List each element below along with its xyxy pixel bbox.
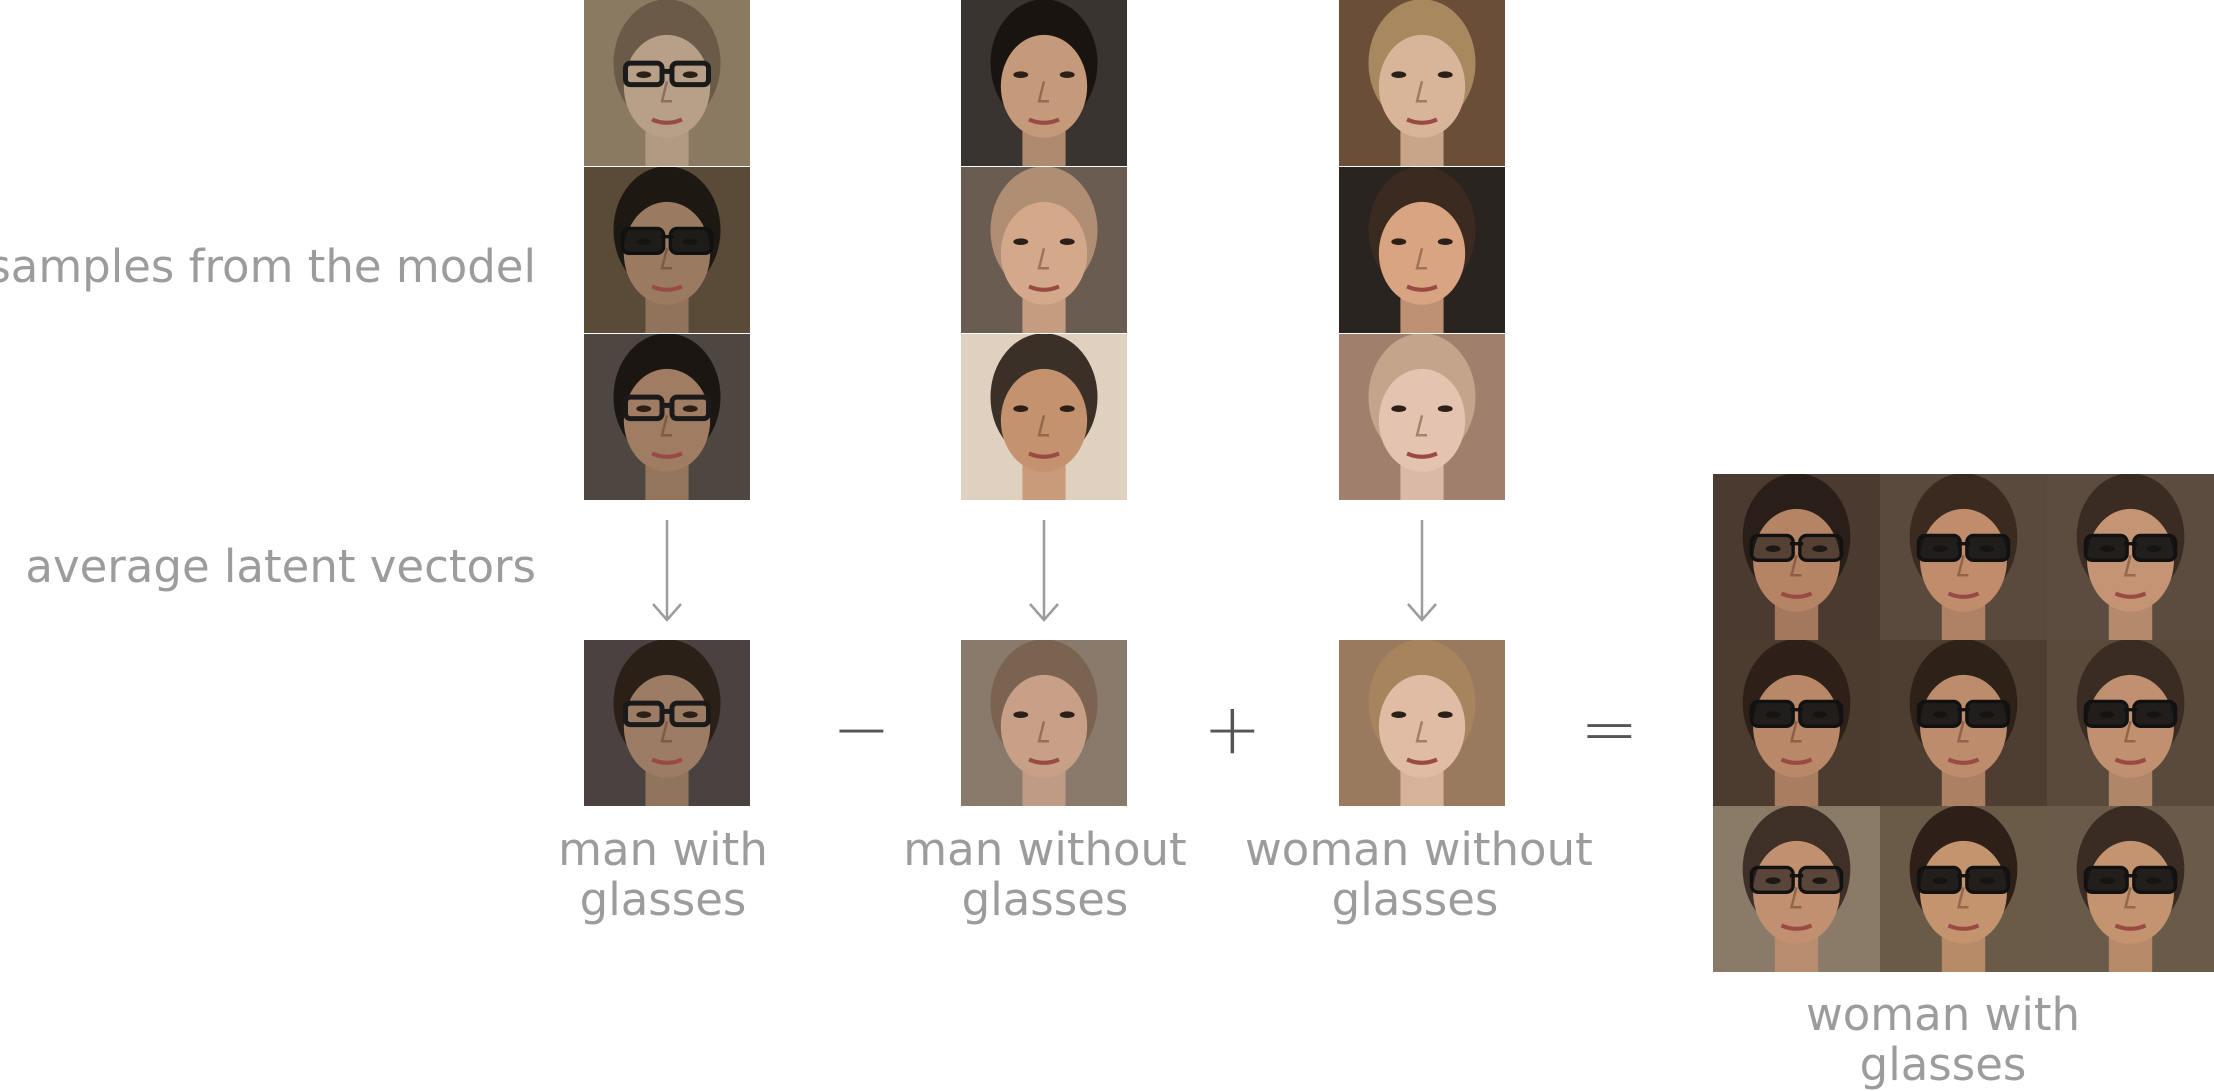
result-face-image — [1713, 806, 1880, 972]
column-label-line1: man with — [558, 823, 768, 876]
sample-face-image — [961, 0, 1127, 166]
row-label-average: average latent vectors — [25, 540, 536, 593]
column-label-line2: glasses — [579, 873, 747, 926]
result-face-image — [2047, 474, 2214, 640]
minus-operator: − — [832, 688, 891, 770]
down-arrow-icon — [1402, 520, 1442, 629]
sample-face-image — [961, 167, 1127, 333]
equals-operator: = — [1580, 688, 1639, 770]
column-label-line1: woman without — [1245, 823, 1593, 876]
result-label: woman with glasses — [1763, 990, 2123, 1090]
average-face-image — [1339, 640, 1505, 806]
average-face-image — [961, 640, 1127, 806]
column-label-man-without-glasses: man without glasses — [895, 825, 1195, 925]
column-label-line2: glasses — [961, 873, 1129, 926]
result-label-line1: woman with — [1805, 988, 2081, 1041]
result-face-image — [1713, 640, 1880, 806]
result-face-image — [2047, 640, 2214, 806]
down-arrow-icon — [1024, 520, 1064, 629]
sample-face-image — [1339, 334, 1505, 500]
row-label-samples: samples from the model — [0, 240, 536, 293]
down-arrow-icon — [647, 520, 687, 629]
result-face-image — [1880, 474, 2047, 640]
column-label-line2: glasses — [1331, 873, 1499, 926]
column-label-woman-without-glasses: woman without glasses — [1245, 823, 1593, 926]
sample-face-image — [1339, 167, 1505, 333]
result-face-image — [1880, 640, 2047, 806]
sample-face-image — [584, 0, 750, 166]
result-face-image — [1880, 806, 2047, 972]
sample-face-image — [584, 334, 750, 500]
result-face-image — [1713, 474, 1880, 640]
result-grid — [1713, 474, 2214, 974]
result-face-image — [2047, 806, 2214, 972]
sample-face-image — [584, 167, 750, 333]
plus-operator: + — [1203, 688, 1262, 770]
result-label-line2: glasses — [1859, 1038, 2027, 1091]
column-label-man-with-glasses: man with glasses — [543, 825, 783, 925]
sample-face-image — [1339, 0, 1505, 166]
average-face-image — [584, 640, 750, 806]
column-label-line1: man without — [903, 823, 1187, 876]
sample-face-image — [961, 334, 1127, 500]
